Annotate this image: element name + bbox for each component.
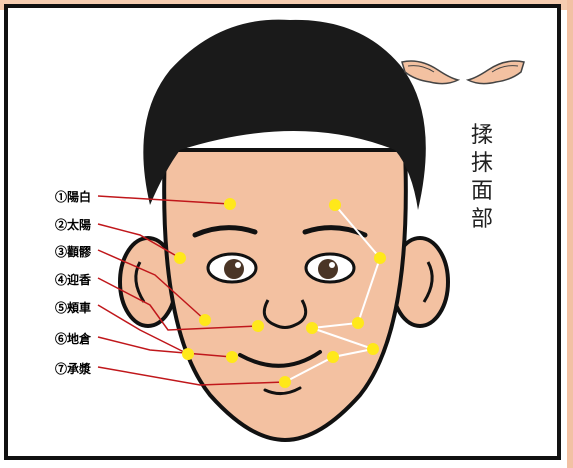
- acupoint-dicang: [226, 351, 238, 363]
- acupoint-chengjiang: [279, 376, 291, 388]
- right-ear: [390, 236, 450, 328]
- leader-line-6: [97, 336, 233, 358]
- acupoint-quanliao: [199, 314, 211, 326]
- acupoint-right-5: [367, 343, 379, 355]
- leader-line-3: [97, 249, 206, 321]
- point-label-3: ③顴髎: [55, 245, 92, 259]
- acupoint-right-6: [327, 351, 339, 363]
- mouth: [238, 350, 322, 368]
- point-label-1: ①陽白: [55, 190, 92, 204]
- left-ear: [118, 236, 178, 328]
- background-edge: [567, 0, 573, 468]
- massage-path-upper: [311, 204, 382, 329]
- point-label-4: ④迎香: [55, 273, 92, 287]
- hands-icon: [401, 60, 525, 85]
- acupoint-taiyang: [174, 252, 186, 264]
- acupoint-right-2: [374, 252, 386, 264]
- acupoint-right-3: [352, 317, 364, 329]
- face-shape: [162, 148, 408, 443]
- nose: [262, 299, 308, 329]
- hair: [143, 19, 426, 211]
- massage-path-lower: [284, 327, 377, 383]
- leader-line-2: [97, 223, 181, 259]
- acupoint-yingxiang: [252, 320, 264, 332]
- acupoint-right-1: [329, 199, 341, 211]
- page-title: 揉抹面部: [470, 123, 493, 232]
- leader-line-7: [97, 366, 286, 386]
- point-label-7: ⑦承漿: [55, 362, 92, 376]
- right-eye: [304, 252, 356, 284]
- acupoint-right-4: [306, 322, 318, 334]
- acupoint-yangbai: [224, 198, 236, 210]
- leader-line-1: [97, 195, 231, 205]
- acupoint-jiache: [182, 348, 194, 360]
- point-label-6: ⑥地倉: [55, 332, 92, 346]
- left-eyebrow: [192, 225, 258, 238]
- leader-line-5: [97, 304, 189, 355]
- left-eye: [206, 252, 258, 284]
- leader-line-4: [97, 277, 259, 331]
- point-label-2: ②太陽: [55, 218, 92, 232]
- chin-line: [263, 386, 302, 395]
- point-label-5: ⑤頰車: [55, 301, 92, 315]
